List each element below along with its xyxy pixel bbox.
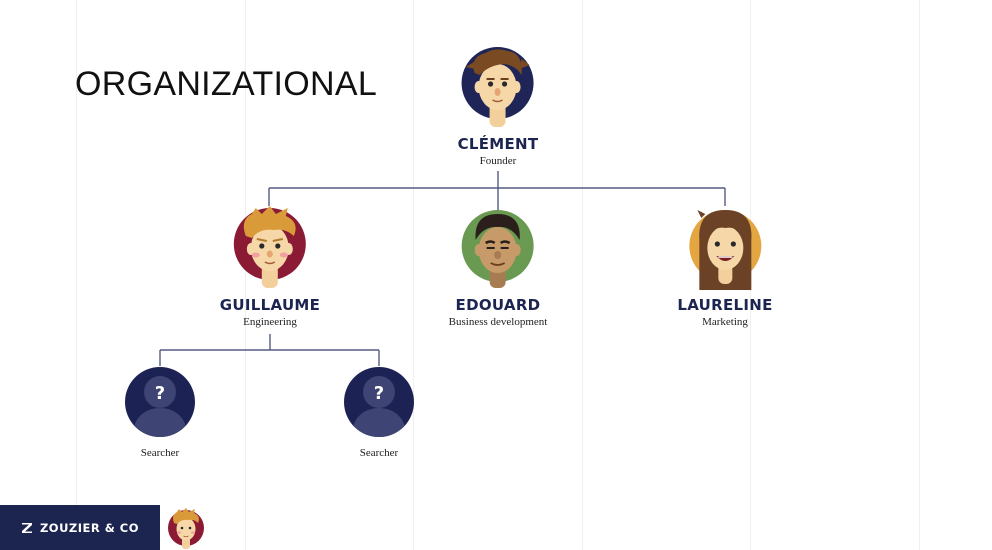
gridline: [413, 0, 414, 550]
gridline: [245, 0, 246, 550]
unknown-person-avatar-icon: ?: [125, 367, 195, 437]
brand-name: ZOUZIER & CO: [39, 520, 140, 535]
org-node-laureline: LAURELINE Marketing: [677, 206, 772, 329]
slide-title: ORGANIZATIONAL: [75, 65, 378, 103]
node-role: Business development: [448, 316, 548, 328]
gridline: [919, 0, 920, 550]
node-role: Engineering: [243, 316, 297, 328]
node-name: LAURELINE: [677, 296, 773, 314]
dark-haired-man-avatar-icon: [462, 210, 534, 288]
org-node-searcher: ? Searcher: [124, 366, 196, 460]
node-role: Founder: [479, 155, 517, 167]
node-role: Marketing: [702, 316, 748, 328]
org-node-clement: CLÉMENT Founder: [458, 45, 539, 168]
long-haired-woman-avatar-icon: [688, 210, 761, 290]
org-node-searcher: ? Searcher: [343, 366, 415, 460]
org-node-guillaume: GUILLAUME Engineering: [220, 206, 320, 329]
node-role: Searcher: [140, 447, 180, 459]
unknown-person-avatar-icon: ?: [344, 367, 414, 437]
question-mark-icon: ?: [374, 383, 384, 404]
gridline: [582, 0, 583, 550]
blond-man-avatar-icon: [168, 508, 204, 549]
brown-haired-man-avatar-icon: [462, 47, 534, 127]
blond-man-avatar-icon: [233, 206, 306, 288]
node-name: EDOUARD: [455, 296, 541, 314]
z-logo-icon: [21, 522, 32, 533]
gridline: [76, 0, 77, 550]
footer-brand-bar: ZOUZIER & CO: [0, 505, 160, 550]
node-name: CLÉMENT: [457, 135, 539, 153]
node-role: Searcher: [359, 447, 399, 459]
question-mark-icon: ?: [155, 383, 165, 404]
node-name: GUILLAUME: [219, 296, 321, 314]
org-node-edouard: EDOUARD Business development: [448, 210, 548, 329]
